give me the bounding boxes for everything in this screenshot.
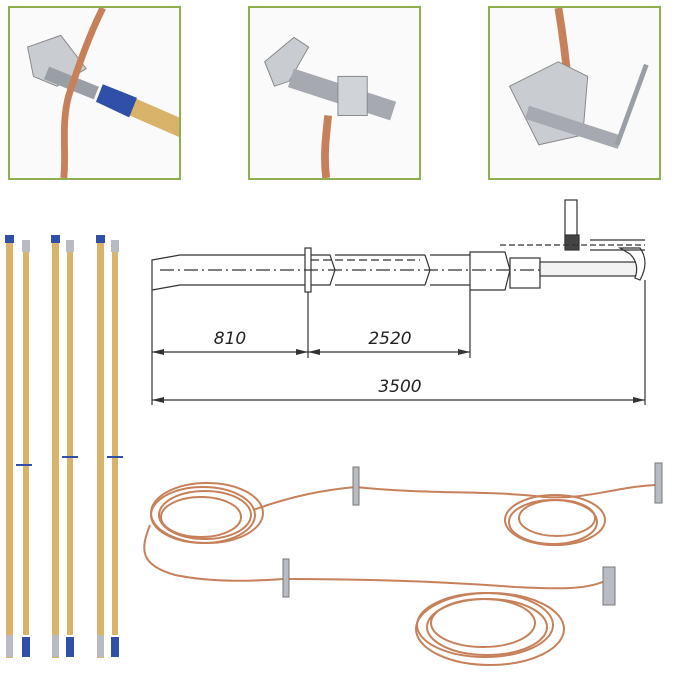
insulating-poles [5,235,123,658]
dimension-810: 810 [214,329,246,349]
clamp-small-3 [282,558,290,598]
dimension-3500: 3500 [378,377,421,397]
pole-pair-3 [96,235,119,658]
photo-clamp-on-rod [8,6,181,180]
clamp-small-2 [654,462,663,504]
clamp-small-1 [352,466,360,506]
photo-clamp-with-handle [488,6,661,180]
pole-pair-1 [5,235,30,658]
clamp-with-handle-icon [490,8,659,178]
technical-drawing: 810 2520 3500 [151,199,646,405]
clamp-small-4 [602,566,616,606]
pole-pair-2 [51,235,74,658]
clamp-closeup-icon [250,8,419,178]
photo-clamp-closeup [248,6,421,180]
grounding-cables [143,462,663,666]
clamp-on-rod-icon [10,8,179,178]
dimension-2520: 2520 [368,329,411,349]
